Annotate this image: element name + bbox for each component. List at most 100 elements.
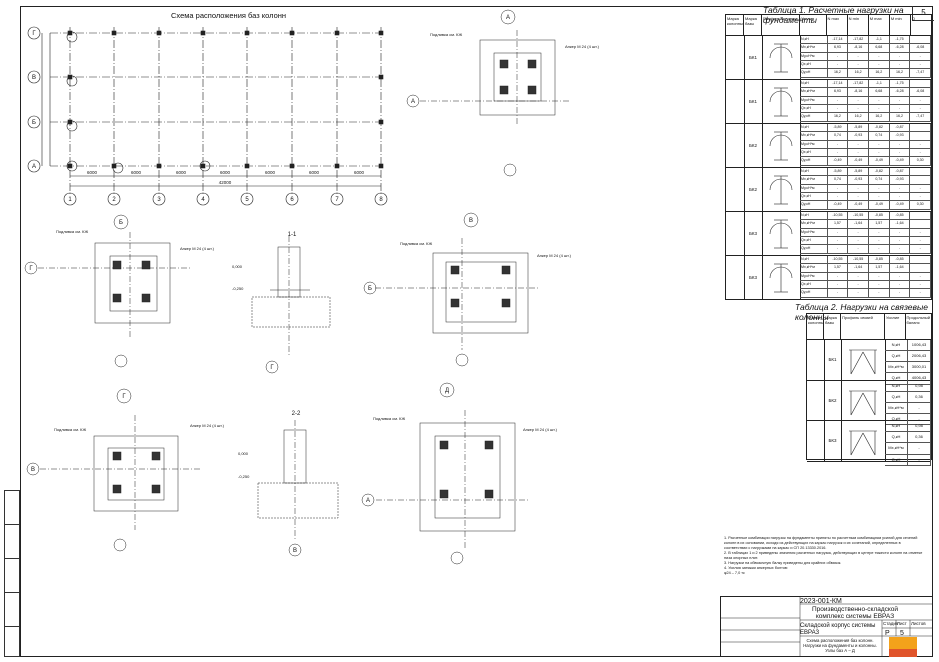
table2-column-mark <box>807 340 825 380</box>
table1-base-mark: БК2 <box>744 124 763 167</box>
table2-cell: 0,36 <box>908 432 931 443</box>
table1-cell: Mу,кН*м <box>800 184 828 192</box>
table1-cell <box>910 220 932 228</box>
table1-cell: N,кН <box>800 80 828 88</box>
table1-base-mark: БК1 <box>744 80 763 123</box>
table2-cell: - <box>908 414 931 425</box>
table1-cell: -5,89 <box>848 168 869 176</box>
sheets-label: Листов <box>911 621 926 626</box>
table1-column-mark <box>726 168 745 211</box>
table1-cell: - <box>910 192 932 201</box>
table1-row: Qх,кН----- <box>800 148 932 158</box>
table1-cell: Mу,кН*м <box>800 140 828 148</box>
table1-cell: - <box>848 228 869 236</box>
table1-cell: - <box>848 245 869 253</box>
table1-cell: - <box>890 52 911 60</box>
table1-cell: - <box>848 104 869 113</box>
table1-row: Qу,кН----- <box>800 289 932 298</box>
sheet-label: Лист <box>897 621 907 626</box>
table1-cell: -0,85 <box>869 256 890 264</box>
table1-row: Mу,кН*м----- <box>800 228 932 237</box>
project-name: Производственно-складской комплекс систе… <box>811 606 899 620</box>
table1-cell: 16,2 <box>890 69 911 77</box>
column-profile-icon <box>762 212 801 255</box>
table1-cell: 0,74 <box>828 132 849 140</box>
table2-column-mark <box>807 421 825 461</box>
table1-cell: -0,82 <box>869 124 890 132</box>
table1-cell: -0,49 <box>869 201 890 209</box>
table2-cell: Q,кН <box>885 351 908 362</box>
column-profile-icon <box>762 124 801 167</box>
table1-cell: Qх,кН <box>800 60 828 69</box>
table1-cell: 0,74 <box>869 176 890 184</box>
table1-cell: - <box>828 96 849 104</box>
table1-cell: - <box>848 148 869 157</box>
table1-cell: Mу,кН*м <box>800 52 828 60</box>
table1-cell: - <box>910 104 932 113</box>
table1-cell: -8,16 <box>848 88 869 96</box>
table1-cell: 6,68 <box>869 44 890 52</box>
table1-cell: - <box>890 96 911 104</box>
table1-cell: -0,49 <box>848 201 869 209</box>
table1-cell: 0,74 <box>869 132 890 140</box>
table1-cell: 16,2 <box>828 69 849 77</box>
table1-row: Qх,кН----- <box>800 104 932 114</box>
table2-column-mark <box>807 380 825 421</box>
general-notes: 1. Расчетные комбинации нагрузок на фунд… <box>724 536 924 576</box>
brace-profile-icon <box>841 380 886 421</box>
table1-cell: - <box>848 192 869 201</box>
table1-cell: - <box>828 52 849 60</box>
table1-cell <box>910 264 932 272</box>
table1-cell: - <box>890 184 911 192</box>
table2-cell: 0,98 <box>908 380 931 391</box>
table1-cell: -1,64 <box>890 220 911 228</box>
table1-cell: - <box>869 140 890 148</box>
table1-cell: -0,93 <box>848 132 869 140</box>
table1-cell: - <box>910 280 932 289</box>
table1-row: Mу,кН*м----- <box>800 52 932 61</box>
table1-cell: - <box>828 228 849 236</box>
table1-cell: 0,30 <box>910 201 932 209</box>
table1-cell: - <box>848 280 869 289</box>
table1-cell: 16,2 <box>848 113 869 121</box>
table1-column-mark <box>726 212 745 255</box>
table1-cell: -7,47 <box>910 69 932 77</box>
table2-base-mark: БК1 <box>824 340 842 380</box>
table1-cell: Qу,кН <box>800 245 828 253</box>
table1-cell: 0,30 <box>910 157 932 165</box>
table2-row: Q,кН- <box>885 414 931 426</box>
table1-column-mark <box>726 36 745 79</box>
table1-cell: -5,89 <box>828 124 849 132</box>
table1-cell: -1,1 <box>869 80 890 88</box>
table1-cell: - <box>869 236 890 245</box>
table1-cell: - <box>828 140 849 148</box>
table1-cell: N,кН <box>800 168 828 176</box>
table1-cell: - <box>828 280 849 289</box>
table1-cell: - <box>890 192 911 201</box>
table1-cell: - <box>869 60 890 69</box>
column-profile-icon <box>762 36 801 79</box>
table1-cell: 1,57 <box>869 220 890 228</box>
table2-cell: 0,36 <box>908 391 931 402</box>
table2-base-mark: БК3 <box>824 421 842 461</box>
table1-cell: -0,85 <box>890 256 911 264</box>
table1-cell: - <box>869 184 890 192</box>
table1-column-mark <box>726 256 745 299</box>
table1-cell: -0,85 <box>869 212 890 220</box>
table1-cell: -0,49 <box>848 157 869 165</box>
table1-cell: -0,93 <box>890 132 911 140</box>
table1-cell: -5,89 <box>828 168 849 176</box>
table1-cell: -8,16 <box>848 44 869 52</box>
table1-cell: - <box>869 148 890 157</box>
title-block <box>720 596 933 657</box>
table1-cell: 16,2 <box>828 113 849 121</box>
scheme-title: Схема расположения баз колонн <box>171 11 287 20</box>
table2-cell: Q,кН <box>885 432 908 443</box>
table1-cell: - <box>910 245 932 253</box>
